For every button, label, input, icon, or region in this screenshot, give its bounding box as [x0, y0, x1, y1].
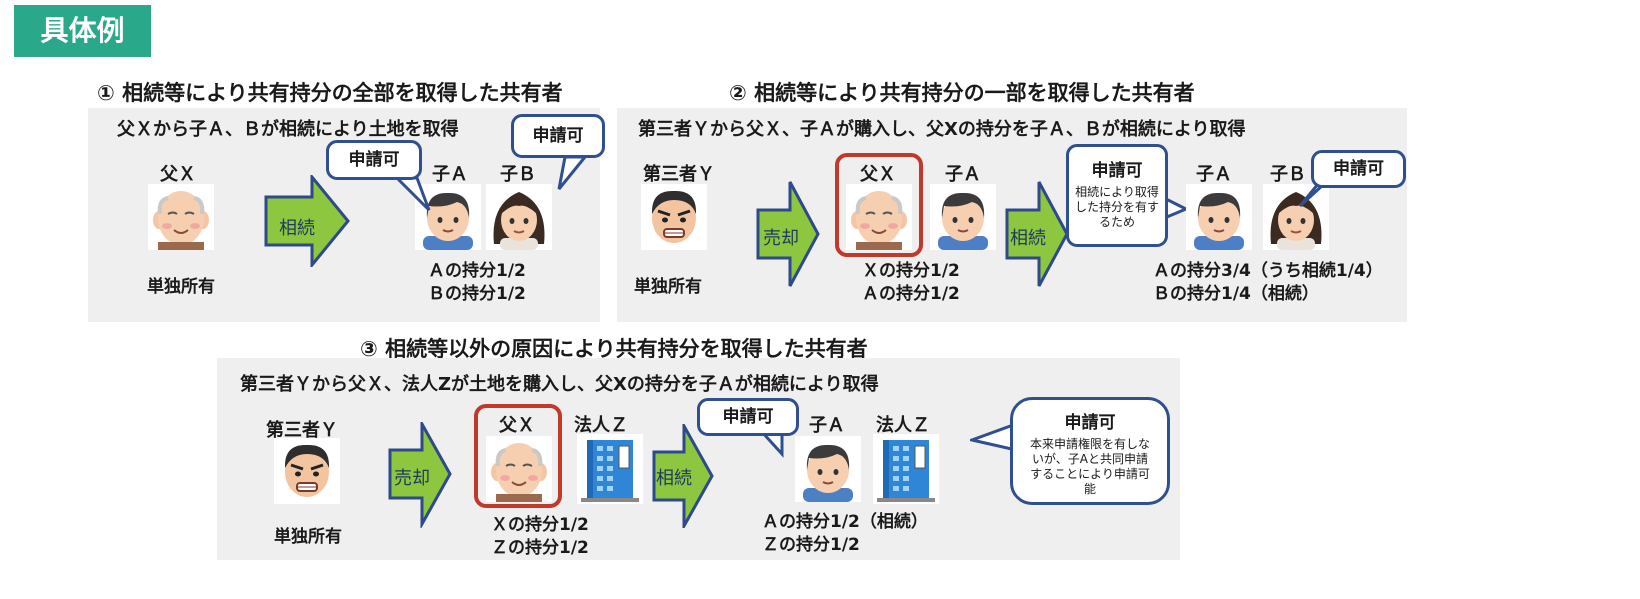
case1-father-label: 父Ｘ: [160, 160, 196, 186]
case2-share-x: Ｘの持分1/2: [862, 260, 960, 283]
case2-heading: ② 相続等により共有持分の一部を取得した共有者: [729, 77, 1195, 107]
case1-childB-label: 子Ｂ: [500, 160, 536, 186]
third-party-avatar: [274, 438, 340, 504]
bubble-a-text: 申請可: [723, 407, 774, 427]
case2-subtitle: 第三者Ｙから父Ｘ、子Ａが購入し、父Xの持分を子Ａ、Ｂが相続により取得: [638, 115, 1246, 141]
bubble-note-text: 相続により取得した持分を有するため: [1069, 185, 1165, 230]
bubble-tail-icon: [395, 176, 435, 216]
case2-childA-label: 子Ａ: [1196, 160, 1232, 186]
case3-share-z2: Ｚの持分1/2: [762, 534, 860, 557]
bubble-note-text: 本来申請権限を有しないが、子Aと共同申請することにより申請可能: [1013, 437, 1167, 497]
case3-share-a: Ａの持分1/2（相続）: [762, 511, 928, 534]
case2-sole-ownership: 単独所有: [634, 272, 702, 297]
bubble-a-text: 申請可: [349, 150, 400, 170]
bubble-main-text: 申請可: [1069, 156, 1165, 181]
bubble-b-text: 申請可: [533, 126, 584, 146]
building-icon: [577, 434, 643, 504]
case1-share-a: Ａの持分1/2: [428, 260, 526, 283]
case3-childA-label: 子Ａ: [809, 411, 845, 437]
case1-sole-ownership: 単独所有: [147, 272, 215, 297]
third-party-avatar: [641, 184, 707, 250]
case2-sale-label: 売却: [763, 224, 799, 250]
childA-avatar: [1186, 184, 1252, 250]
case3-bubble-main: 申請可 本来申請権限を有しないが、子Aと共同申請することにより申請可能: [1010, 397, 1170, 505]
case2-third-label: 第三者Ｙ: [643, 160, 715, 186]
father-avatar: [148, 184, 214, 250]
section-title-tag: 具体例: [14, 5, 151, 57]
case3-bubble-a: 申請可: [697, 398, 799, 436]
case1-bubble-a: 申請可: [326, 140, 422, 180]
father-avatar: [846, 184, 912, 250]
case1-arrow-label: 相続: [279, 214, 315, 240]
father-avatar: [486, 436, 552, 502]
case3-father-label: 父Ｘ: [499, 411, 535, 437]
case2-share-a-mid: Ａの持分1/2: [862, 283, 960, 306]
case1-heading: ① 相続等により共有持分の全部を取得した共有者: [97, 77, 563, 107]
bubble-b-text: 申請可: [1333, 159, 1384, 179]
bubble-tail-icon: [555, 155, 595, 195]
childA-avatar: [795, 436, 861, 502]
case2-bubble-b: 申請可: [1311, 150, 1406, 188]
childB-avatar: [486, 184, 552, 250]
case1-bubble-b: 申請可: [511, 114, 605, 158]
case2-childA-mid-label: 子Ａ: [945, 160, 981, 186]
case2-father-label: 父Ｘ: [860, 160, 896, 186]
case2-share-b: Ｂの持分1/4（相続）: [1153, 283, 1319, 306]
case2-inherit-label: 相続: [1010, 224, 1046, 250]
case2-bubble-main: 申請可 相続により取得した持分を有するため: [1066, 144, 1168, 247]
case1-subtitle: 父Ｘから子Ａ、Ｂが相続により土地を取得: [117, 115, 459, 141]
case1-childA-label: 子Ａ: [432, 160, 468, 186]
case1-share-b: Ｂの持分1/2: [428, 283, 526, 306]
case3-share-x: Ｘの持分1/2: [491, 514, 589, 537]
case3-sale-label: 売却: [394, 464, 430, 490]
case2-share-a: Ａの持分3/4（うち相続1/4）: [1153, 260, 1383, 283]
childA-avatar: [930, 184, 996, 250]
case3-share-z: Ｚの持分1/2: [491, 537, 589, 560]
case3-inherit-label: 相続: [656, 464, 692, 490]
case3-subtitle: 第三者Ｙから父Ｘ、法人Zが土地を購入し、父Xの持分を子Ａが相続により取得: [240, 370, 879, 396]
case3-sole-ownership: 単独所有: [274, 522, 342, 547]
bubble-main-text: 申請可: [1013, 408, 1167, 433]
building-icon: [873, 434, 939, 504]
